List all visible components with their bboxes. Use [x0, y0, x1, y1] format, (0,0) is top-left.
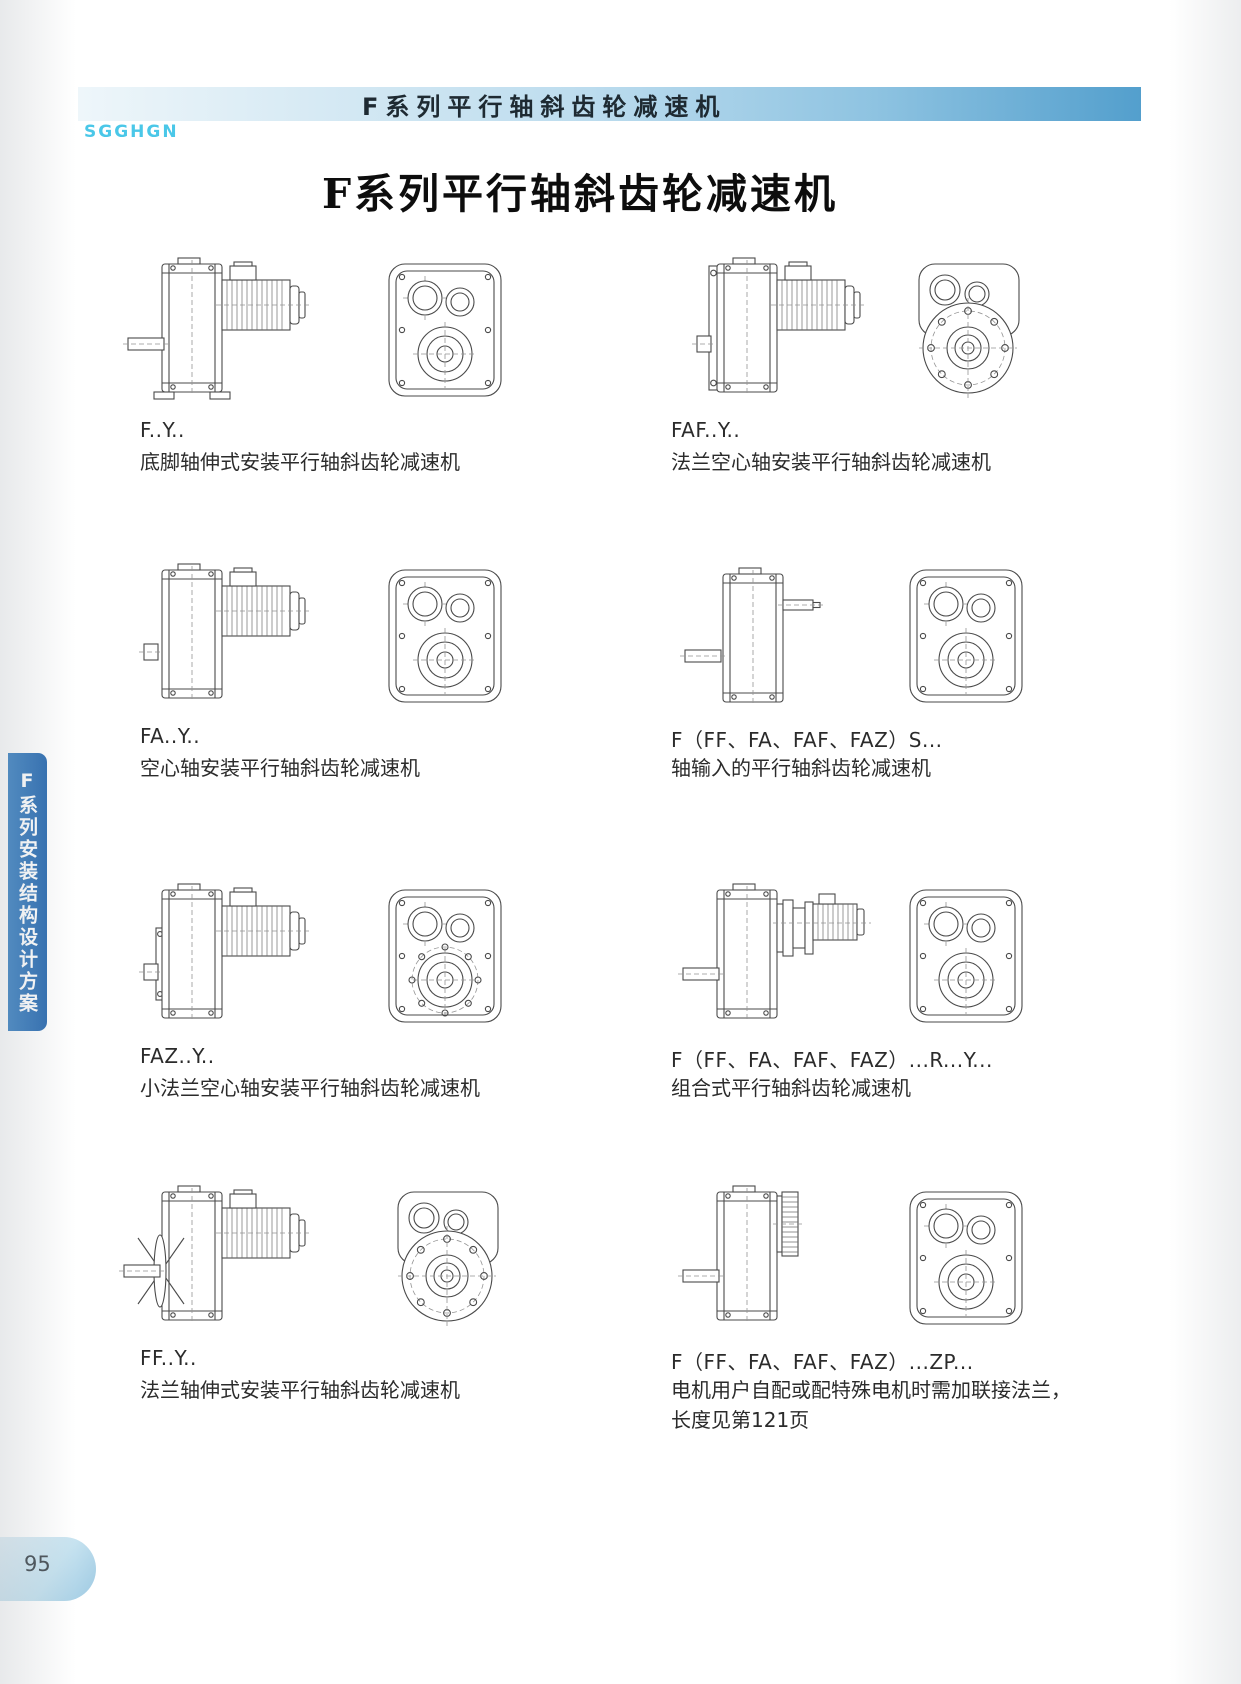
hollow-shaft-reducer-side-view-drawing: [138, 563, 312, 703]
product-cell-shaft-input: F（FF、FA、FAF、FAZ）S... 轴输入的平行轴斜齿轮减速机: [665, 556, 1205, 856]
flange-reducer-front-view-drawing: [918, 263, 1020, 399]
product-code: FA..Y..: [140, 724, 201, 748]
brand-logo-text: SGGHGN: [84, 122, 179, 142]
product-desc: 空心轴安装平行轴斜齿轮减速机: [140, 756, 420, 780]
foot-mounted-reducer-side-view-drawing: [122, 257, 312, 400]
product-cell-combined-r-y: F（FF、FA、FAF、FAZ）...R...Y... 组合式平行轴斜齿轮减速机: [665, 876, 1205, 1176]
product-code: F..Y..: [140, 418, 185, 442]
product-desc: 法兰轴伸式安装平行轴斜齿轮减速机: [140, 1378, 460, 1402]
header-title: F系列平行轴斜齿轮减速机: [362, 92, 727, 121]
zp-coupling-reducer-side-view-drawing: [677, 1185, 805, 1325]
product-code: F（FF、FA、FAF、FAZ）S...: [671, 728, 943, 752]
product-cell-f-y: F..Y.. 底脚轴伸式安装平行轴斜齿轮减速机: [110, 250, 650, 550]
product-desc: 组合式平行轴斜齿轮减速机: [671, 1076, 911, 1100]
flange-shaft-reducer-side-view-drawing: [118, 1185, 312, 1325]
page-number-badge: 95: [0, 1537, 96, 1601]
product-code: FAZ..Y..: [140, 1044, 215, 1068]
product-code: F（FF、FA、FAF、FAZ）...ZP...: [671, 1350, 974, 1374]
small-flange-reducer-front-view-drawing: [388, 889, 502, 1023]
product-desc: 法兰空心轴安装平行轴斜齿轮减速机: [671, 450, 991, 474]
product-code: FAF..Y..: [671, 418, 741, 442]
flange-hollow-shaft-reducer-side-view-drawing: [691, 257, 867, 397]
product-desc: 轴输入的平行轴斜齿轮减速机: [671, 756, 931, 780]
product-code: F（FF、FA、FAF、FAZ）...R...Y...: [671, 1048, 993, 1072]
page-title: F系列平行轴斜齿轮减速机: [321, 170, 839, 218]
page-number: 95: [24, 1552, 51, 1576]
shaft-input-reducer-side-view-drawing: [679, 567, 826, 707]
sidebar-tab-series-design: F系列安装结构设计方案: [8, 753, 47, 1031]
product-cell-zp: F（FF、FA、FAF、FAZ）...ZP... 电机用户自配或配特殊电机时需加…: [665, 1178, 1205, 1478]
product-cell-ff-y: FF..Y.. 法兰轴伸式安装平行轴斜齿轮减速机: [110, 1178, 650, 1478]
combined-reducer-side-view-drawing: [677, 883, 871, 1023]
flange-reducer-front-view-drawing: [397, 1191, 499, 1327]
product-desc-line2: 长度见第121页: [671, 1408, 810, 1432]
reducer-front-view-drawing: [388, 263, 502, 397]
product-desc: 底脚轴伸式安装平行轴斜齿轮减速机: [140, 450, 460, 474]
product-cell-fa-y: FA..Y.. 空心轴安装平行轴斜齿轮减速机: [110, 556, 650, 856]
product-cell-faz-y: FAZ..Y.. 小法兰空心轴安装平行轴斜齿轮减速机: [110, 876, 650, 1176]
product-desc: 电机用户自配或配特殊电机时需加联接法兰，: [671, 1378, 1071, 1402]
sidebar-label: F系列安装结构设计方案: [16, 769, 38, 1015]
reducer-front-view-drawing: [909, 1191, 1023, 1325]
product-code: FF..Y..: [140, 1346, 197, 1370]
reducer-front-view-drawing: [909, 569, 1023, 703]
small-flange-reducer-side-view-drawing: [138, 883, 312, 1023]
reducer-front-view-drawing: [909, 889, 1023, 1023]
reducer-front-view-drawing: [388, 569, 502, 703]
product-desc: 小法兰空心轴安装平行轴斜齿轮减速机: [140, 1076, 480, 1100]
header-band: F系列平行轴斜齿轮减速机: [78, 87, 1141, 121]
product-cell-faf-y: FAF..Y.. 法兰空心轴安装平行轴斜齿轮减速机: [665, 250, 1205, 550]
